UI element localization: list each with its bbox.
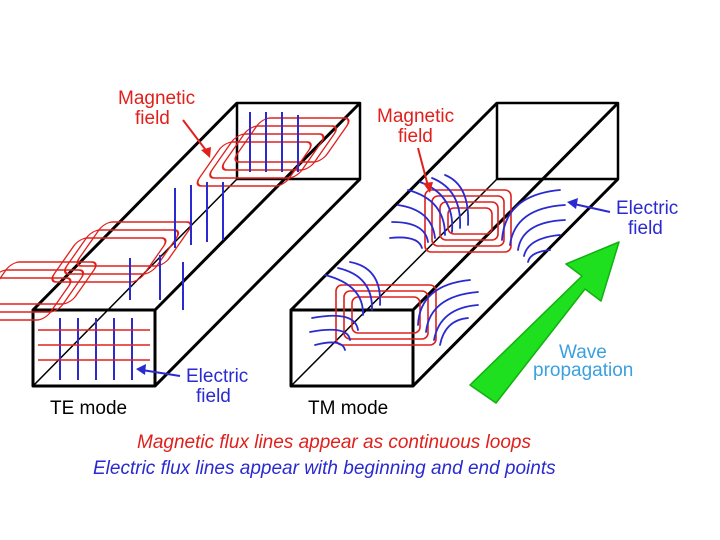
tm-e-curve: [509, 204, 566, 246]
tm-electric-curves: [309, 174, 566, 351]
tm-magnetic-pointer: [417, 147, 433, 193]
tm-magnetic-loops: [335, 189, 512, 346]
tm-e-curve: [431, 177, 461, 229]
te-loop: [221, 125, 337, 171]
caption-magnetic: Magnetic flux lines appear as continuous…: [137, 432, 531, 453]
tm-loop: [431, 195, 505, 247]
te-magnetic-label: Magnetic field: [118, 88, 195, 129]
tm-e-curve: [407, 189, 446, 236]
tm-e-curve: [425, 291, 479, 333]
wave-propagation-arrow-icon: [469, 241, 620, 404]
tm-e-curve: [391, 221, 429, 243]
tm-e-curve: [337, 267, 373, 311]
tm-e-curve: [389, 236, 423, 249]
tm-e-curve: [417, 279, 471, 326]
tm-back-face: [495, 101, 620, 181]
te-front-magnetic: [38, 329, 150, 361]
te-edge-bottom-right: [153, 177, 362, 388]
te-loop: [64, 229, 180, 275]
tm-e-curve: [314, 341, 346, 351]
wave-label-line2: propagation: [533, 360, 633, 381]
tm-electric-label-line2: field: [628, 218, 663, 239]
tm-magnetic-label-line2: field: [398, 126, 433, 147]
tm-electric-label-line1: Electric: [616, 198, 678, 219]
te-magnetic-label-line1: Magnetic: [118, 88, 195, 109]
tm-e-curve: [523, 234, 561, 257]
tm-mode-label: TM mode: [308, 398, 388, 419]
te-loop: [234, 117, 350, 163]
te-waveguide: [31, 101, 362, 388]
tm-e-curve: [444, 174, 469, 226]
te-mode-label: TE mode: [50, 398, 127, 419]
tm-electric-label: Electric field: [616, 198, 678, 239]
te-edge-top-right: [153, 101, 362, 312]
caption-electric: Electric flux lines appear with beginnin…: [93, 458, 556, 479]
tm-loop: [439, 201, 499, 241]
te-edge-inner: [32, 178, 238, 387]
te-edge-top-left: [31, 101, 239, 312]
tm-loop: [343, 290, 429, 340]
te-loop: [51, 237, 167, 283]
tm-magnetic-label: Magnetic field: [377, 106, 454, 147]
tm-e-curve: [397, 204, 436, 239]
tm-e-curve: [324, 274, 364, 316]
te-magnetic-pointer: [182, 119, 211, 158]
te-electric-label-line1: Electric: [186, 366, 248, 387]
te-electric-label-line2: field: [196, 386, 231, 407]
te-loop: [0, 269, 85, 313]
te-magnetic-label-line2: field: [135, 108, 170, 129]
tm-edge-inner: [290, 178, 498, 387]
te-loop: [0, 277, 72, 321]
te-loop: [0, 261, 97, 305]
te-loop: [196, 141, 312, 187]
te-loop: [76, 221, 192, 267]
te-back-face: [235, 101, 362, 181]
tm-e-curve: [439, 317, 469, 346]
tm-electric-pointer: [567, 198, 611, 213]
tm-e-curve: [527, 249, 551, 263]
tm-loop: [447, 207, 493, 235]
tm-e-curve: [311, 314, 359, 331]
te-electric-pointer: [136, 364, 181, 377]
tm-e-curve: [517, 219, 566, 251]
te-electric-lines: [59, 112, 299, 380]
te-electric-label: Electric field: [186, 366, 248, 407]
tm-e-curve: [501, 189, 561, 241]
wave-propagation-label: Wave propagation: [533, 342, 633, 381]
tm-edge-bottom-right: [411, 177, 620, 388]
tm-loop: [335, 284, 437, 346]
tm-magnetic-label-line1: Magnetic: [377, 106, 454, 127]
tm-e-curve: [349, 261, 381, 306]
tm-e-curve: [309, 328, 351, 341]
wave-label-line1: Wave: [559, 342, 607, 363]
te-front-face: [31, 308, 157, 388]
tm-loop: [424, 189, 512, 253]
tm-e-curve: [433, 304, 479, 341]
